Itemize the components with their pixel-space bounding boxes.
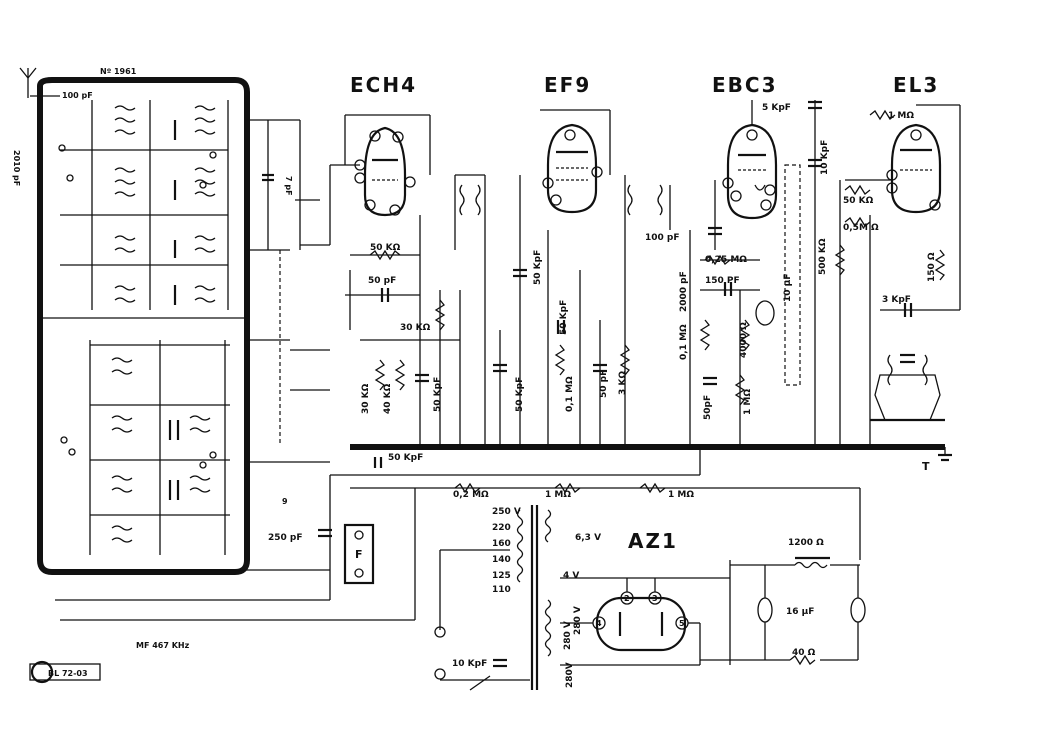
label-r-1m-bus1: 1 MΩ	[545, 490, 571, 500]
label-r-50k-el3: 50 KΩ	[843, 196, 874, 206]
tube-ebc3	[722, 100, 801, 386]
label-v4: 4 V	[563, 571, 579, 581]
label-c-50kpf-2: 50 KpF	[515, 377, 525, 412]
if-transformer-2	[624, 175, 671, 445]
tube-label-az1: AZ1	[628, 529, 678, 553]
coil-block-internals	[58, 100, 230, 555]
label-c-100pf-2: 100 pF	[645, 233, 680, 243]
label-c-150pf: 150 PF	[705, 276, 740, 286]
label-c-10kpf-mains: 10 KpF	[452, 659, 487, 669]
label-c-2000pf: 2000 pF	[679, 271, 689, 312]
tube-ech4	[344, 114, 431, 217]
side-capacitor-label: 2010 pF	[12, 150, 21, 186]
label-c-50kpf-ef9: 50 KpF	[559, 300, 569, 335]
speaker-icon	[870, 353, 945, 422]
label-r-1m-bus2: 1 MΩ	[668, 490, 694, 500]
label-tap-160: 160	[492, 539, 511, 549]
label-r-30k-2: 30 KΩ	[361, 383, 371, 414]
mains-transformer	[434, 505, 552, 691]
gang-capacitor-leads	[247, 119, 330, 463]
label-c-50pf-3: 50pF	[703, 395, 713, 420]
if-frequency-label: MF 467 KHz	[136, 641, 190, 650]
label-c-50kpf-3: 50 KpF	[533, 250, 543, 285]
label-c-50pf-2: 50 pF	[599, 370, 609, 398]
section-mark: 9	[282, 497, 288, 506]
label-c-250pf: 250 pF	[268, 533, 303, 543]
label-tap-110: 110	[492, 585, 511, 595]
az1-pin-d: 4	[596, 619, 602, 628]
tube-label-el3: EL3	[893, 73, 939, 97]
label-hv3: 280V	[565, 662, 575, 688]
filter-choke	[700, 556, 860, 661]
footer-code: BL 72-03	[48, 669, 88, 678]
tube-ef9	[540, 109, 611, 214]
label-r-01m-2: 0,1 MΩ	[679, 324, 689, 360]
label-c-50pf-1: 50 pF	[368, 276, 396, 286]
if-transformer-1	[454, 174, 486, 250]
label-r-02m: 0,2 MΩ	[453, 490, 489, 500]
label-tap-140: 140	[492, 555, 511, 565]
label-tap-125: 125	[492, 571, 511, 581]
label-r-150: 150 Ω	[927, 252, 937, 282]
label-r-1m-pot: 1 MΩ	[743, 389, 753, 415]
label-c-50kpf-1: 50 KpF	[433, 377, 443, 412]
label-r-05m: 0,5M Ω	[843, 223, 879, 233]
label-r-3k: 3 KΩ	[618, 371, 628, 395]
cap-100pf-top-label: 100 pF	[62, 91, 93, 100]
label-hv2: 280 V	[573, 606, 583, 635]
label-c-3kpf: 3 KpF	[882, 295, 911, 305]
bus-junctions	[417, 444, 873, 450]
label-c-5kpf: 5 KpF	[762, 103, 791, 113]
label-r-40k: 40 KΩ	[383, 383, 393, 414]
coil-block-frame	[37, 77, 250, 575]
tube-az1: 2 3 5 4	[560, 560, 731, 666]
label-r-50k-1: 50 KΩ	[370, 243, 401, 253]
resistors	[369, 109, 946, 666]
cap-7pf-label: 7 pF	[284, 176, 293, 196]
label-r-01m-1: 0,1 MΩ	[565, 376, 575, 412]
az1-pin-b: 3	[652, 594, 658, 603]
label-r-40: 40 Ω	[792, 648, 816, 658]
footer-stamp: BL 72-03	[29, 660, 101, 684]
label-r-1m-el3: 1 MΩ	[888, 111, 914, 121]
label-fuse: F	[355, 548, 363, 561]
tube-label-ef9: EF9	[544, 73, 591, 97]
az1-pin-a: 2	[624, 594, 630, 603]
label-r-025m: 0,25 MΩ	[705, 255, 747, 265]
tube-label-ech4: ECH4	[350, 73, 417, 97]
main-wiring	[300, 100, 960, 445]
ht-line	[330, 447, 861, 560]
label-v63: 6,3 V	[575, 533, 601, 543]
label-c-50kpf-bus: 50 KpF	[388, 453, 423, 463]
label-c-10uf: 10 μF	[783, 274, 793, 302]
capacitors	[318, 100, 913, 668]
ground-bus	[350, 444, 952, 462]
label-r-30k-1: 30 KΩ	[400, 323, 431, 333]
antenna-icon	[19, 67, 37, 98]
tube-label-ebc3: EBC3	[712, 73, 778, 97]
fuse-holder-icon	[343, 523, 375, 585]
label-r-4000: 4000 Ω	[739, 322, 749, 358]
label-tap-250v: 250 V	[492, 507, 521, 517]
label-choke: 1200 Ω	[788, 538, 824, 548]
ground-label: T	[922, 460, 930, 473]
label-c-10kpf: 10 KpF	[820, 140, 830, 175]
tube-el3	[886, 104, 961, 310]
label-c-16uf: 16 μF	[786, 607, 814, 617]
outer-wiring	[55, 475, 416, 621]
az1-pin-c: 5	[679, 619, 685, 628]
label-tap-220: 220	[492, 523, 511, 533]
label-hv1: 280 V	[563, 621, 573, 650]
label-r-500k: 500 KΩ	[818, 238, 828, 275]
model-number: Nº 1961	[100, 67, 137, 76]
